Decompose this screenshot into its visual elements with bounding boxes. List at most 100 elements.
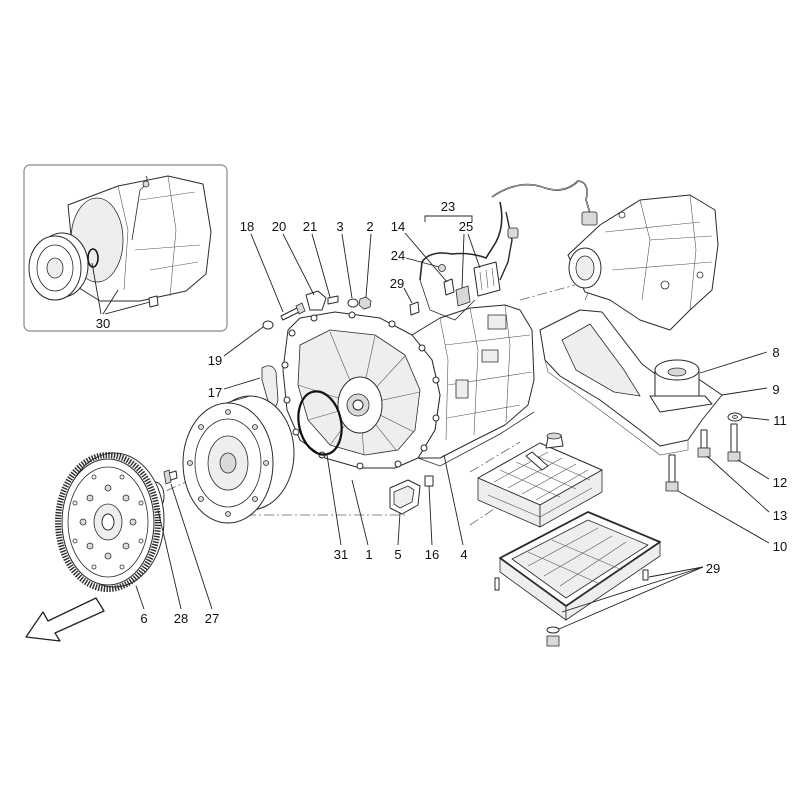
callout-16: 16	[425, 547, 439, 562]
centerline-valve-body	[469, 441, 521, 473]
callout-11: 11	[773, 413, 787, 428]
inset-converter-ring	[36, 244, 74, 292]
bolt-boss	[432, 376, 440, 384]
leader-6	[135, 585, 145, 610]
leader-17	[223, 377, 261, 390]
bracket-23	[424, 215, 473, 222]
flywheel-hole	[91, 474, 97, 480]
bolt-boss	[281, 361, 289, 369]
solenoid-cap	[546, 432, 562, 440]
bracket-20	[305, 290, 327, 311]
lug-hole	[252, 424, 258, 430]
oil-pan	[494, 511, 661, 647]
flywheel-hole	[72, 538, 78, 544]
callout-31: 31	[334, 547, 348, 562]
callout-8: 8	[772, 345, 779, 360]
flywheel-hole	[91, 564, 97, 570]
leader-25b	[467, 233, 481, 269]
case-body-ribs	[439, 304, 533, 441]
valve-body-right-face	[539, 469, 603, 528]
bolt-boss	[283, 396, 291, 404]
leader-10	[677, 490, 770, 544]
callout-25: 25	[459, 219, 473, 234]
leader-4	[443, 454, 464, 546]
callout-3: 3	[336, 219, 343, 234]
input-shaft-bore	[352, 399, 364, 411]
bolt-16	[424, 475, 434, 487]
washer-19	[262, 320, 274, 330]
mount-fasteners	[665, 412, 743, 492]
gearbox-housing	[281, 304, 535, 470]
torque-converter	[182, 395, 295, 524]
bolt-boss	[348, 311, 356, 319]
valve-body-channels	[493, 451, 591, 501]
leader-13	[706, 455, 770, 513]
inset-housing-detail	[117, 175, 201, 297]
direction-arrow-icon	[25, 597, 105, 642]
converter-lug-holes	[187, 409, 269, 517]
flywheel-hole	[122, 542, 130, 550]
leader-21	[311, 233, 331, 298]
flywheel-hole	[86, 542, 94, 550]
inset-sensor	[142, 180, 150, 188]
oil-pan-ribs	[527, 527, 627, 587]
valve-body	[477, 432, 603, 528]
inset-view	[23, 164, 228, 332]
valve-body-edge	[487, 487, 593, 518]
leader-25a	[461, 233, 465, 289]
leader-5	[397, 512, 401, 546]
leader-18	[250, 233, 284, 313]
transfer-case	[567, 194, 719, 331]
transfer-case-boss	[696, 271, 704, 279]
o-ring-31	[297, 390, 343, 456]
callout-2: 2	[366, 219, 373, 234]
bolt-boss	[310, 314, 318, 322]
bolt-10	[668, 454, 676, 483]
callout-29-pan: 29	[706, 561, 720, 576]
leader-11	[741, 416, 770, 421]
callout-13: 13	[773, 508, 787, 523]
connector-25b-pins	[479, 267, 495, 291]
callout-20: 20	[272, 219, 286, 234]
part-5-face	[393, 485, 415, 509]
callout-23: 23	[441, 199, 455, 214]
callout-5: 5	[394, 547, 401, 562]
flywheel-hole	[86, 494, 94, 502]
leader-16	[428, 485, 433, 546]
lug-hole	[263, 460, 269, 466]
case-pad	[455, 379, 469, 399]
leader-8	[699, 351, 768, 374]
mount-stud	[667, 367, 687, 377]
leader-30-b	[102, 289, 119, 315]
leader-20	[282, 233, 315, 296]
valve-tube	[525, 451, 549, 471]
flywheel-hole	[122, 494, 130, 502]
leader-2	[365, 233, 372, 298]
leader-30-c	[104, 301, 151, 315]
centerline-transfer-case	[519, 284, 576, 301]
callout-30: 30	[96, 316, 110, 331]
case-pad	[481, 349, 499, 363]
leader-24	[405, 257, 440, 268]
callout-18: 18	[240, 219, 254, 234]
flywheel-holes	[72, 474, 144, 570]
leader-9	[721, 387, 768, 396]
washer-3	[347, 298, 359, 308]
flywheel-teeth	[55, 452, 161, 592]
callout-labels: 18 20 21 3 2 14 23 25 24 29 19 17 8 9 11…	[96, 199, 787, 626]
mount-base	[649, 395, 713, 413]
wiring-harness	[419, 180, 598, 281]
lug-hole	[252, 496, 258, 502]
flywheel	[55, 452, 165, 592]
top-sensors	[409, 261, 507, 330]
bolt-boss	[432, 414, 440, 422]
callout-9: 9	[772, 382, 779, 397]
harness-clip	[507, 227, 519, 239]
callout-10: 10	[773, 539, 787, 554]
leader-12	[737, 459, 770, 480]
leader-29-b	[561, 566, 704, 613]
bolt-12	[730, 423, 738, 453]
transfer-case-ribs	[604, 194, 713, 311]
callout-6: 6	[140, 611, 147, 626]
